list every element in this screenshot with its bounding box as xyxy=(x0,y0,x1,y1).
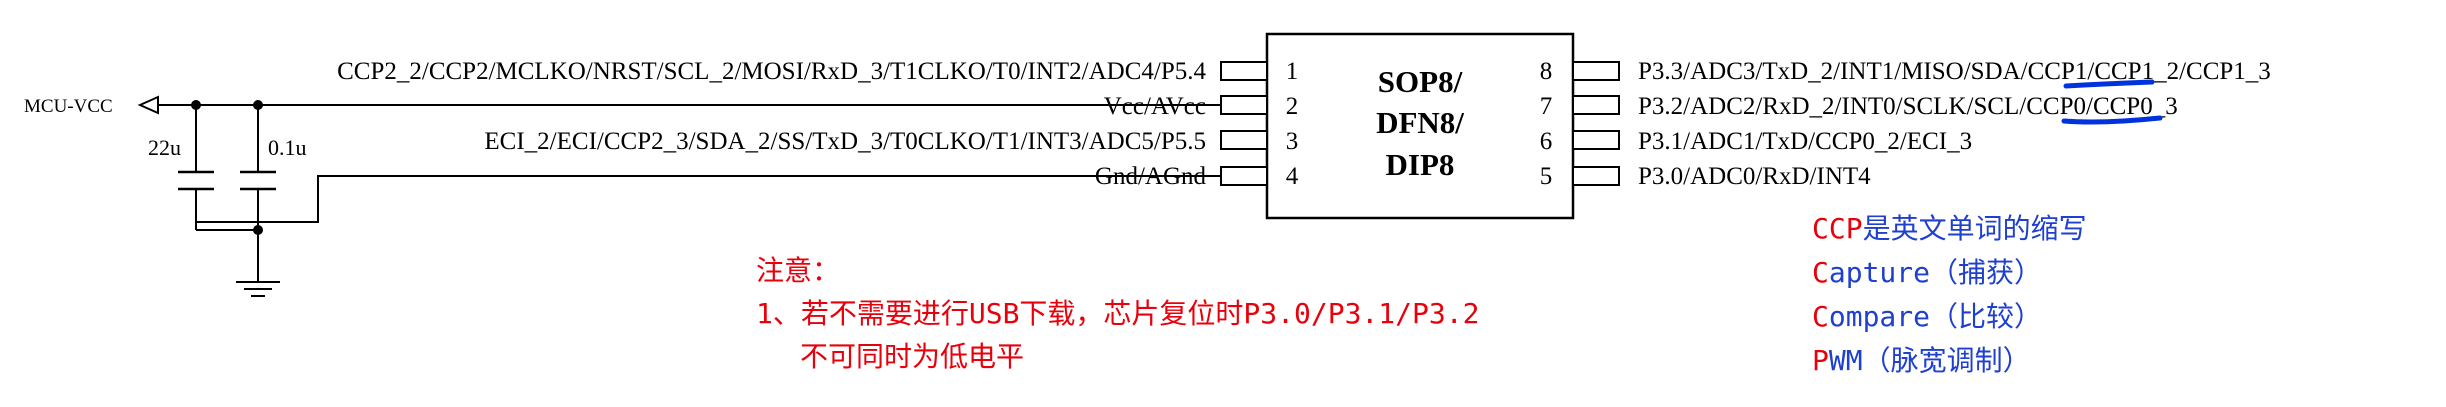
ccp-legend-item: Capture（捕获） xyxy=(1812,256,2042,289)
ccp-legend-item-rest: apture（捕获） xyxy=(1829,256,2042,289)
junction-dot xyxy=(253,100,263,110)
power-wiring xyxy=(158,104,1221,282)
pin-label-8: P3.3/ADC3/TxD_2/INT1/MISO/SDA/CCP1/CCP1_… xyxy=(1638,58,2271,85)
ground-symbol xyxy=(236,281,280,297)
note-title: 注意： xyxy=(756,254,840,287)
pin-number-8: 8 xyxy=(1540,58,1553,85)
pin-label-1: CCP2_2/CCP2/MCLKO/NRST/SCL_2/MOSI/RxD_3/… xyxy=(337,58,1206,85)
pin-number-2: 2 xyxy=(1286,93,1299,120)
ccp-legend-title-red: CCP xyxy=(1812,212,1863,245)
pin-number-5: 5 xyxy=(1540,163,1553,190)
pin-label-6-main: P3.1/ADC1/TxD/CCP0_2/ECI_3 xyxy=(1638,128,1972,155)
net-label-mcu-vcc: MCU-VCC xyxy=(24,96,113,117)
pin-label-5-main: P3.0/ADC0/RxD/INT4 xyxy=(1638,163,1871,190)
ccp-legend-item-initial: C xyxy=(1812,256,1829,289)
chip-body xyxy=(1265,32,1575,220)
ccp0-underline xyxy=(2061,115,2163,125)
gnd-wire xyxy=(196,175,1221,223)
ccp-legend-title: CCP是英文单词的缩写 xyxy=(1812,212,2087,245)
pin-label-6: P3.1/ADC1/TxD/CCP0_2/ECI_3 xyxy=(1638,128,1972,155)
note-line-2: 不可同时为低电平 xyxy=(800,340,1024,373)
pin-stub-3 xyxy=(1220,130,1268,150)
pin-label-2: Vcc/AVcc xyxy=(1104,93,1206,120)
ccp-legend-title-rest: 是英文单词的缩写 xyxy=(1863,212,2087,245)
note-line-1: 1、若不需要进行USB下载，芯片复位时P3.0/P3.1/P3.2 xyxy=(756,297,1479,330)
pin-label-7: P3.2/ADC2/RxD_2/INT0/SCLK/SCL/CCP0/CCP0_… xyxy=(1638,93,2178,120)
right-pin-stubs xyxy=(1572,61,1620,186)
pin-stub-1 xyxy=(1220,61,1268,81)
pin-label-8-highlight: CCP1 xyxy=(2028,58,2088,85)
pin-label-3: ECI_2/ECI/CCP2_3/SDA_2/SS/TxD_3/T0CLKO/T… xyxy=(484,128,1206,155)
pin-number-6: 6 xyxy=(1540,128,1553,155)
ccp-legend-item: PWM（脉宽调制） xyxy=(1812,344,2031,377)
pin-label-7-tail: /CCP0_3 xyxy=(2086,93,2178,120)
pin-stub-4 xyxy=(1220,166,1268,186)
pin-stub-2 xyxy=(1220,95,1268,115)
junction-dots xyxy=(191,100,263,235)
chip-name-line2: DFN8/ xyxy=(1376,105,1464,140)
pin-stub-6 xyxy=(1572,130,1620,150)
pin-stub-8 xyxy=(1572,61,1620,81)
pin-label-8-main: P3.3/ADC3/TxD_2/INT1/MISO/SDA/ xyxy=(1638,58,2028,85)
pin-number-3: 3 xyxy=(1286,128,1299,155)
net-port-arrow-icon xyxy=(137,95,159,115)
pin-number-1: 1 xyxy=(1286,58,1299,85)
pin-label-8-tail: /CCP1_2/CCP1_3 xyxy=(2087,58,2270,85)
junction-dot xyxy=(191,100,201,110)
capacitor-plates xyxy=(178,170,276,191)
pin-label-5: P3.0/ADC0/RxD/INT4 xyxy=(1638,163,1871,190)
pin-label-7-main: P3.2/ADC2/RxD_2/INT0/SCLK/SCL/ xyxy=(1638,93,2026,120)
pin-stub-7 xyxy=(1572,95,1620,115)
ccp-legend-item-initial: C xyxy=(1812,300,1829,333)
pin-label-7-highlight: CCP0 xyxy=(2026,93,2086,120)
ccp-legend-item-rest: ompare（比较） xyxy=(1829,300,2042,333)
ccp-legend-item-initial: P xyxy=(1812,344,1829,377)
pin-number-4: 4 xyxy=(1286,163,1299,190)
pin-stub-5 xyxy=(1572,166,1620,186)
ccp-legend-item: Compare（比较） xyxy=(1812,300,2042,333)
cap1-value: 22u xyxy=(148,135,181,160)
ccp1-underline xyxy=(2063,79,2155,89)
cap2-value: 0.1u xyxy=(268,135,307,160)
junction-dot xyxy=(253,225,263,235)
ccp-legend-item-rest: WM（脉宽调制） xyxy=(1829,344,2031,377)
chip-name-line3: DIP8 xyxy=(1386,147,1455,182)
chip-name-line1: SOP8/ xyxy=(1378,64,1463,99)
pin-number-7: 7 xyxy=(1540,93,1553,120)
left-pin-stubs xyxy=(1220,61,1268,186)
